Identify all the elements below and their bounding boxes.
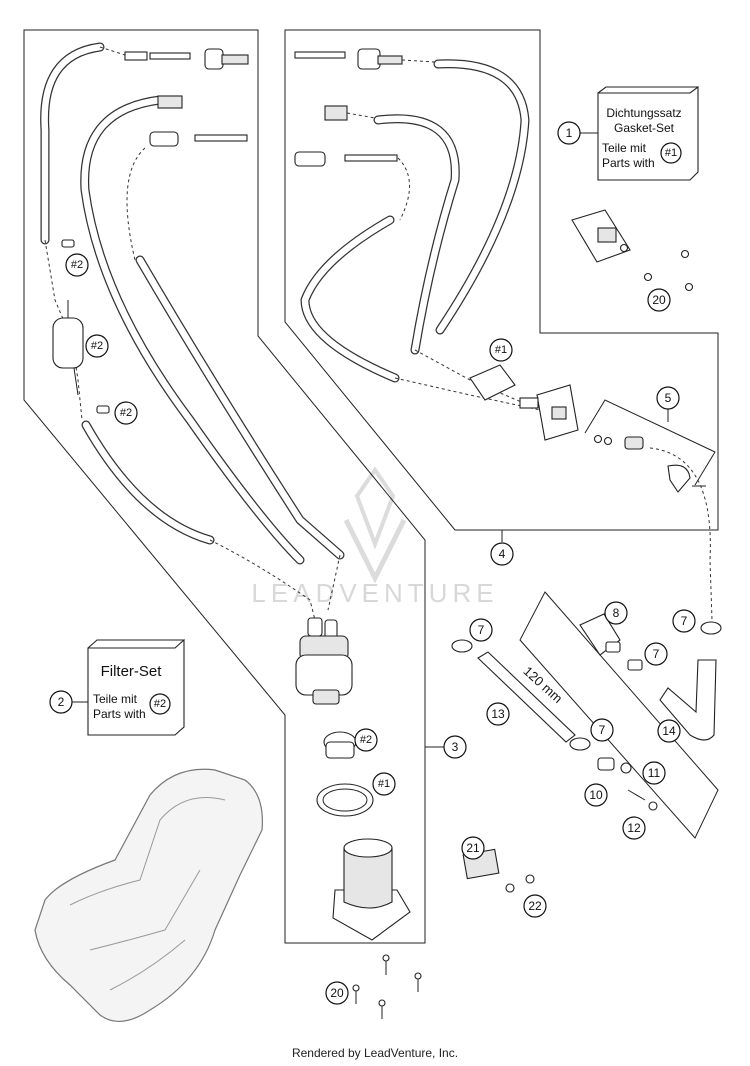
callout-2: 2: [49, 690, 88, 714]
hose-clip: [569, 737, 591, 751]
svg-text:7: 7: [599, 723, 606, 737]
bolt: [505, 883, 515, 893]
svg-text:7: 7: [653, 647, 660, 661]
ref-1-oring: #1: [372, 772, 396, 796]
ref-1-bracket: #1: [489, 338, 513, 362]
gasket-set-line2: Gasket-Set: [614, 121, 675, 135]
svg-text:1: 1: [566, 126, 573, 140]
filter-set-ref: #2: [154, 698, 166, 710]
callout-5: 5: [656, 386, 680, 422]
connector-kit: [584, 399, 716, 621]
svg-text:11: 11: [648, 766, 661, 780]
gasket-set-ref: #1: [665, 147, 677, 159]
quick-connectors-left: [99, 46, 249, 147]
callout-8: 8: [604, 601, 628, 625]
callout-21: 21: [461, 836, 485, 860]
hose-clip: [700, 621, 722, 635]
callout-7d: 7: [590, 718, 614, 742]
small-parts: [451, 613, 722, 811]
callout-22: 22: [523, 894, 547, 918]
callout-7c: 7: [644, 642, 668, 666]
filter-set-title: Filter-Set: [101, 663, 163, 680]
elbow-hose: [659, 659, 717, 741]
gasket-set-box: Dichtungssatz Gasket-Set Teile mit Parts…: [597, 85, 699, 181]
svg-text:#2: #2: [91, 340, 103, 352]
callout-11: 11: [642, 761, 666, 785]
svg-text:22: 22: [528, 899, 542, 913]
svg-text:3: 3: [452, 740, 459, 754]
filter-set-line3: Teile mit: [93, 692, 138, 706]
ref-2-clamp-bottom: #2: [114, 401, 138, 425]
callout-20a: 20: [647, 288, 671, 312]
watermark: LEADVENTURE: [251, 466, 498, 608]
svg-text:8: 8: [613, 606, 620, 620]
filter-set-box: Filter-Set Teile mit Parts with #2: [87, 638, 185, 736]
hose-clamp: [96, 405, 110, 414]
svg-text:#2: #2: [120, 407, 132, 419]
gasket-set-line3: Teile mit: [602, 141, 647, 155]
svg-text:7: 7: [478, 623, 485, 637]
hose-clamp: [61, 239, 75, 248]
watermark-text: LEADVENTURE: [251, 578, 498, 608]
svg-text:21: 21: [466, 841, 480, 855]
footer-credit: Rendered by LeadVenture, Inc.: [291, 1046, 459, 1060]
bracket-bolts-top: [571, 209, 694, 292]
fuel-filter: [52, 317, 84, 369]
hose-clip: [627, 659, 643, 671]
bolt: [525, 874, 535, 884]
ref-2-clamp-top: #2: [65, 253, 89, 277]
svg-text:5: 5: [665, 391, 672, 405]
svg-text:7: 7: [681, 614, 688, 628]
gasket-set-line4: Parts with: [602, 156, 655, 170]
hose-clip: [451, 639, 473, 653]
left-hose-group: [40, 42, 345, 641]
svg-text:2: 2: [58, 695, 65, 709]
callout-1: 1: [557, 121, 598, 145]
callout-7b: 7: [672, 609, 696, 633]
svg-text:14: 14: [662, 724, 676, 738]
svg-text:#1: #1: [495, 344, 507, 356]
callout-13: 13: [486, 702, 510, 726]
svg-text:#2: #2: [360, 734, 372, 746]
callout-3: 3: [425, 735, 467, 759]
hose-120mm: [477, 651, 576, 743]
svg-text:20: 20: [652, 293, 666, 307]
fuel-pump: [295, 617, 353, 705]
svg-text:13: 13: [491, 707, 505, 721]
ref-2-filter: #2: [85, 334, 109, 358]
bracket-with-gasket: [469, 364, 579, 441]
callout-12: 12: [622, 816, 646, 840]
svg-text:10: 10: [589, 788, 603, 802]
right-hose-group: [294, 48, 541, 411]
gasket-set-line1: Dichtungssatz: [606, 106, 681, 120]
callout-4: 4: [490, 530, 514, 566]
group-outline-left: [23, 29, 426, 944]
fuel-tank: [34, 768, 263, 1022]
filter-set-line4: Parts with: [93, 707, 146, 721]
fitting: [597, 757, 615, 771]
group-outline-right: [284, 29, 719, 531]
callout-20b: 20: [325, 981, 349, 1005]
svg-text:#1: #1: [378, 778, 390, 790]
pump-flange: [332, 838, 411, 941]
callout-14: 14: [657, 719, 681, 743]
callout-7a: 7: [469, 618, 493, 642]
svg-text:20: 20: [330, 986, 344, 1000]
ref-2-strainer: #2: [354, 728, 378, 752]
callout-10: 10: [584, 783, 608, 807]
svg-text:4: 4: [499, 547, 506, 561]
svg-text:#2: #2: [71, 259, 83, 271]
svg-text:12: 12: [627, 821, 641, 835]
flange-bolts: [352, 954, 422, 1019]
